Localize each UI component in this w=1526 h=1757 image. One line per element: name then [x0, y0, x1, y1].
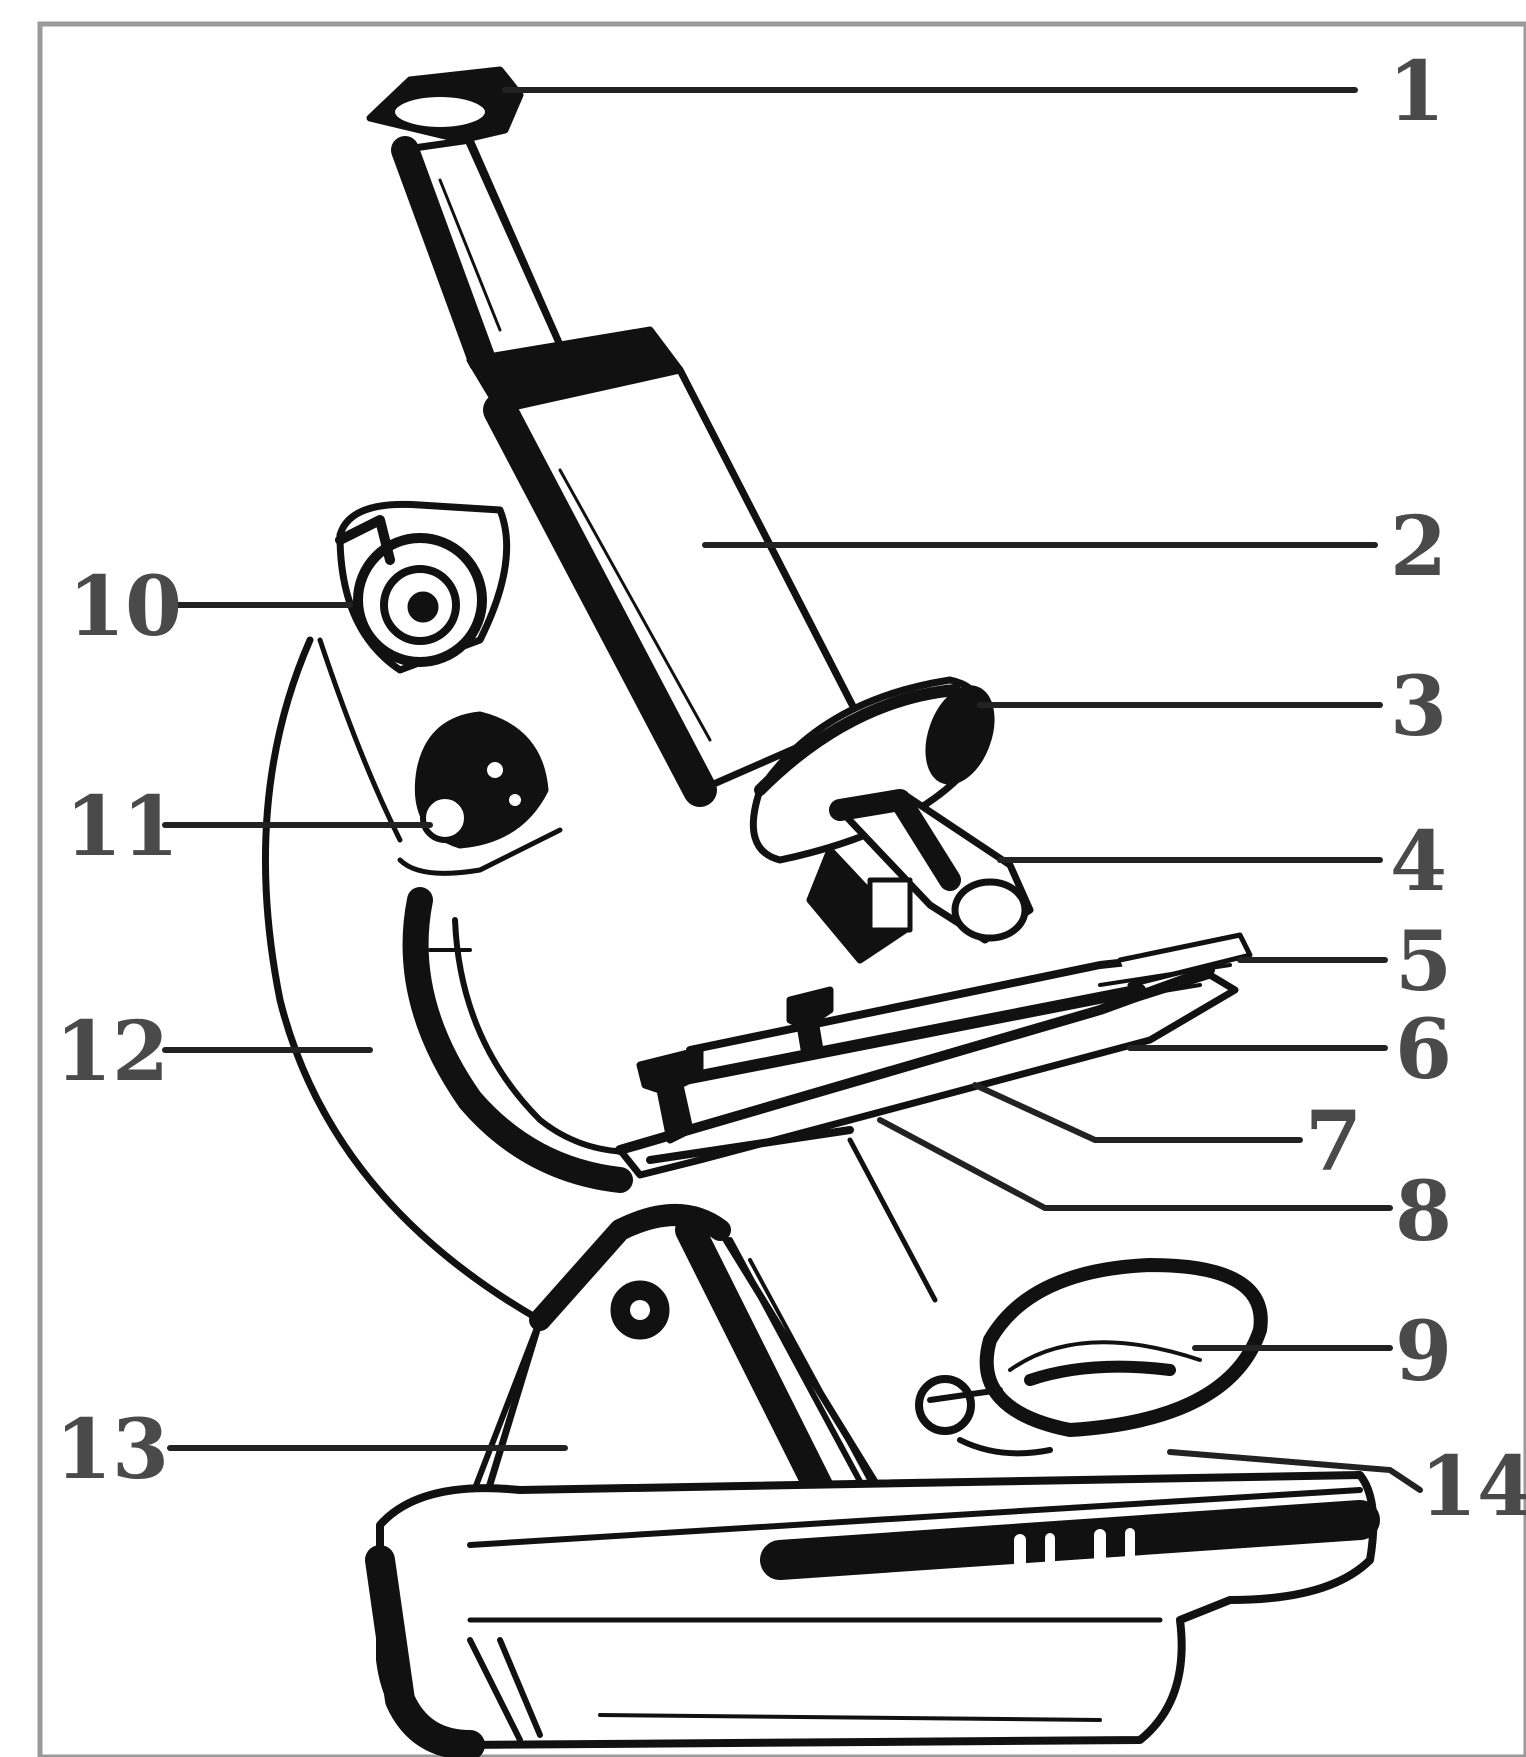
label-14: 14	[1420, 1439, 1526, 1535]
objective-lens-shape	[810, 795, 1030, 960]
label-11: 11	[65, 779, 179, 875]
microscope-illustration	[265, 70, 1373, 1745]
label-9: 9	[1395, 1304, 1452, 1400]
label-5: 5	[1395, 914, 1452, 1010]
label-10: 10	[68, 559, 182, 655]
eyepiece-tube-shape	[370, 70, 560, 365]
mirror-shape	[919, 1265, 1261, 1453]
fine-focus-knob-shape	[418, 715, 545, 845]
leader-line-7	[975, 1085, 1300, 1140]
label-4: 4	[1390, 814, 1447, 910]
label-2: 2	[1390, 499, 1447, 595]
label-13: 13	[55, 1402, 169, 1498]
label-8: 8	[1395, 1164, 1452, 1260]
label-7: 7	[1305, 1094, 1362, 1190]
base-shape	[380, 1475, 1373, 1745]
coarse-focus-knob-shape	[340, 504, 507, 670]
body-tube-shape	[470, 330, 860, 790]
label-6: 6	[1395, 1002, 1452, 1098]
label-3: 3	[1390, 659, 1447, 755]
label-12: 12	[55, 1004, 169, 1100]
label-1: 1	[1388, 44, 1445, 140]
